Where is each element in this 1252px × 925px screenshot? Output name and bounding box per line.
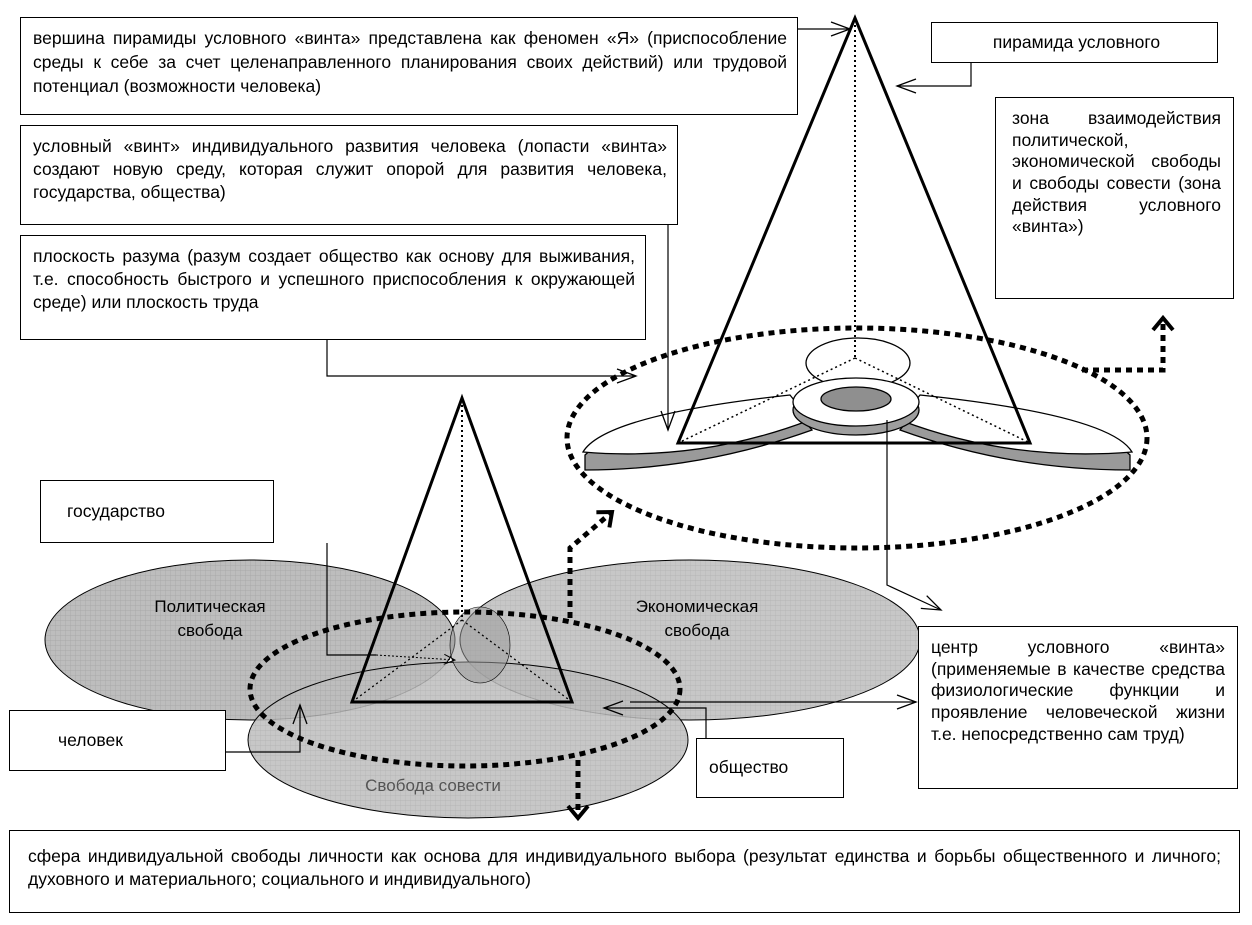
screw-description-box: условный «винт» индивидуального развития… xyxy=(20,125,678,225)
propeller-blades xyxy=(581,337,1134,471)
political-freedom-label-2: свобода xyxy=(178,621,244,640)
sphere-description-box: сфера индивидуальной свободы личности ка… xyxy=(9,830,1240,913)
sphere-zone-connector xyxy=(567,509,615,618)
apex-description-text: вершина пирамиды условного «винта» предс… xyxy=(33,28,787,96)
state-connector xyxy=(326,543,376,656)
state-dotted-arrow xyxy=(375,653,457,665)
reason-connector xyxy=(326,340,638,384)
zone-connector xyxy=(1082,314,1175,373)
center-connector xyxy=(886,420,943,611)
economic-freedom-label-1: Экономическая xyxy=(636,597,759,616)
person-label-text: человек xyxy=(58,729,123,750)
screw-zone-ellipse xyxy=(564,325,1150,551)
screw-description-text: условный «винт» индивидуального развития… xyxy=(33,136,667,203)
reason-description-box: плоскость разума (разум создает общество… xyxy=(20,235,646,340)
sphere-description-text: сфера индивидуальной свободы личности ка… xyxy=(28,846,1221,889)
pyramid-label-box: пирамида условного xyxy=(931,22,1218,63)
political-freedom-label-1: Политическая xyxy=(154,597,265,616)
center-description-box: центр условного «винта» (применяемые в к… xyxy=(918,626,1238,789)
sphere-ellipse xyxy=(247,609,683,769)
zone-description-box: зона взаимодействия политической, эконом… xyxy=(995,97,1234,299)
society-label-text: общество xyxy=(709,757,789,778)
apex-description-box: вершина пирамиды условного «винта» предс… xyxy=(20,17,798,115)
upper-pyramid xyxy=(675,14,1033,445)
economic-freedom-label-2: свобода xyxy=(665,621,731,640)
society-connector xyxy=(602,700,707,738)
zone-description-text: зона взаимодействия политической, эконом… xyxy=(1012,108,1221,237)
state-label-text: государство xyxy=(67,500,165,521)
pyramid-label-text: пирамида условного xyxy=(992,31,1161,52)
society-label-box: общество xyxy=(696,738,844,798)
person-label-box: человек xyxy=(9,710,226,771)
propeller-hub xyxy=(792,377,920,436)
conscience-freedom-label: Свобода совести xyxy=(365,776,501,795)
lower-pyramid xyxy=(349,393,575,704)
reason-description-text: плоскость разума (разум создает общество… xyxy=(33,246,635,313)
center-description-text: центр условного «винта» (применяемые в к… xyxy=(931,637,1225,744)
pyramid-connector xyxy=(895,62,972,94)
person-connector xyxy=(226,703,308,753)
state-label-box: государство xyxy=(40,480,274,543)
